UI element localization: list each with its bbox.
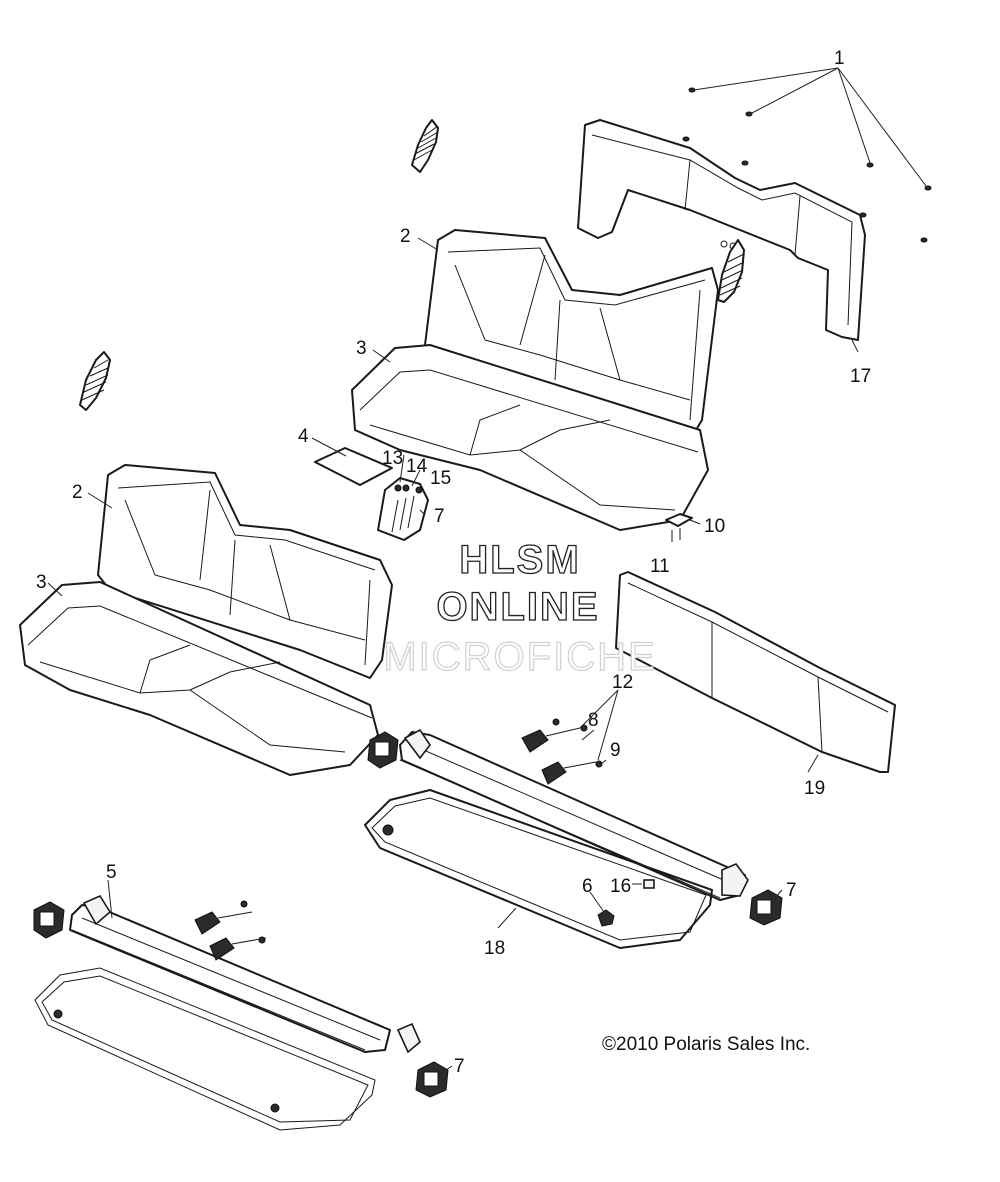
callout-17: 17 bbox=[850, 366, 871, 387]
seat-bottom-lower-3 bbox=[19, 581, 379, 776]
copyright-text: ©2010 Polaris Sales Inc. bbox=[602, 1034, 810, 1055]
buckle-upper-8 bbox=[521, 718, 603, 785]
callout-16: 16 bbox=[610, 876, 631, 897]
spring-upper bbox=[411, 119, 439, 173]
callout-4: 4 bbox=[298, 426, 309, 447]
watermark-line3: MICROFICHE bbox=[383, 635, 656, 679]
buckle-lower bbox=[194, 900, 267, 961]
latch-upper-left-7 bbox=[367, 731, 399, 769]
callout-3-upper: 3 bbox=[356, 338, 367, 359]
callout-15: 15 bbox=[430, 468, 451, 489]
panel-19 bbox=[615, 571, 896, 773]
callout-7-mid: 7 bbox=[434, 506, 445, 527]
latch-lower-left-7 bbox=[33, 901, 65, 939]
latch-upper-right-7 bbox=[749, 889, 783, 926]
back-panel-17 bbox=[577, 119, 866, 341]
watermark: HLSM ONLINE MICROFICHE bbox=[383, 537, 656, 679]
bracket-10 bbox=[665, 513, 693, 542]
pad-4 bbox=[314, 447, 393, 486]
bolt-16 bbox=[643, 879, 655, 889]
latch-lower-right-7 bbox=[415, 1061, 449, 1098]
watermark-line1: HLSM bbox=[459, 538, 580, 582]
callout-2-lower: 2 bbox=[72, 482, 83, 503]
callout-13: 13 bbox=[382, 448, 403, 469]
callout-5: 5 bbox=[106, 862, 117, 883]
watermark-line2: ONLINE bbox=[436, 585, 599, 629]
callout-6: 6 bbox=[582, 876, 593, 897]
seat-frame-lower-5 bbox=[34, 894, 421, 1131]
callout-8: 8 bbox=[588, 710, 599, 731]
latch-cover-7 bbox=[377, 477, 429, 541]
seat-frame-upper-18 bbox=[364, 728, 749, 949]
callout-14: 14 bbox=[406, 456, 428, 477]
callout-3-lower: 3 bbox=[36, 572, 47, 593]
callout-7-right: 7 bbox=[786, 880, 797, 901]
leader-lines bbox=[47, 67, 927, 1075]
callout-18: 18 bbox=[484, 938, 505, 959]
callouts: 1 2 3 17 4 13 14 15 2 7 10 11 3 12 8 9 1… bbox=[36, 48, 871, 1077]
callout-7-bottom: 7 bbox=[454, 1056, 465, 1077]
callout-2-upper: 2 bbox=[400, 226, 411, 247]
callout-11: 11 bbox=[650, 556, 670, 577]
spring-left bbox=[79, 351, 111, 411]
callout-12: 12 bbox=[612, 672, 633, 693]
callout-10: 10 bbox=[704, 516, 725, 537]
callout-9: 9 bbox=[610, 740, 621, 761]
fasteners-1 bbox=[682, 87, 932, 243]
callout-19: 19 bbox=[804, 778, 825, 799]
nut-6 bbox=[597, 909, 615, 927]
spring-mid bbox=[717, 239, 745, 303]
callout-1: 1 bbox=[834, 48, 845, 69]
